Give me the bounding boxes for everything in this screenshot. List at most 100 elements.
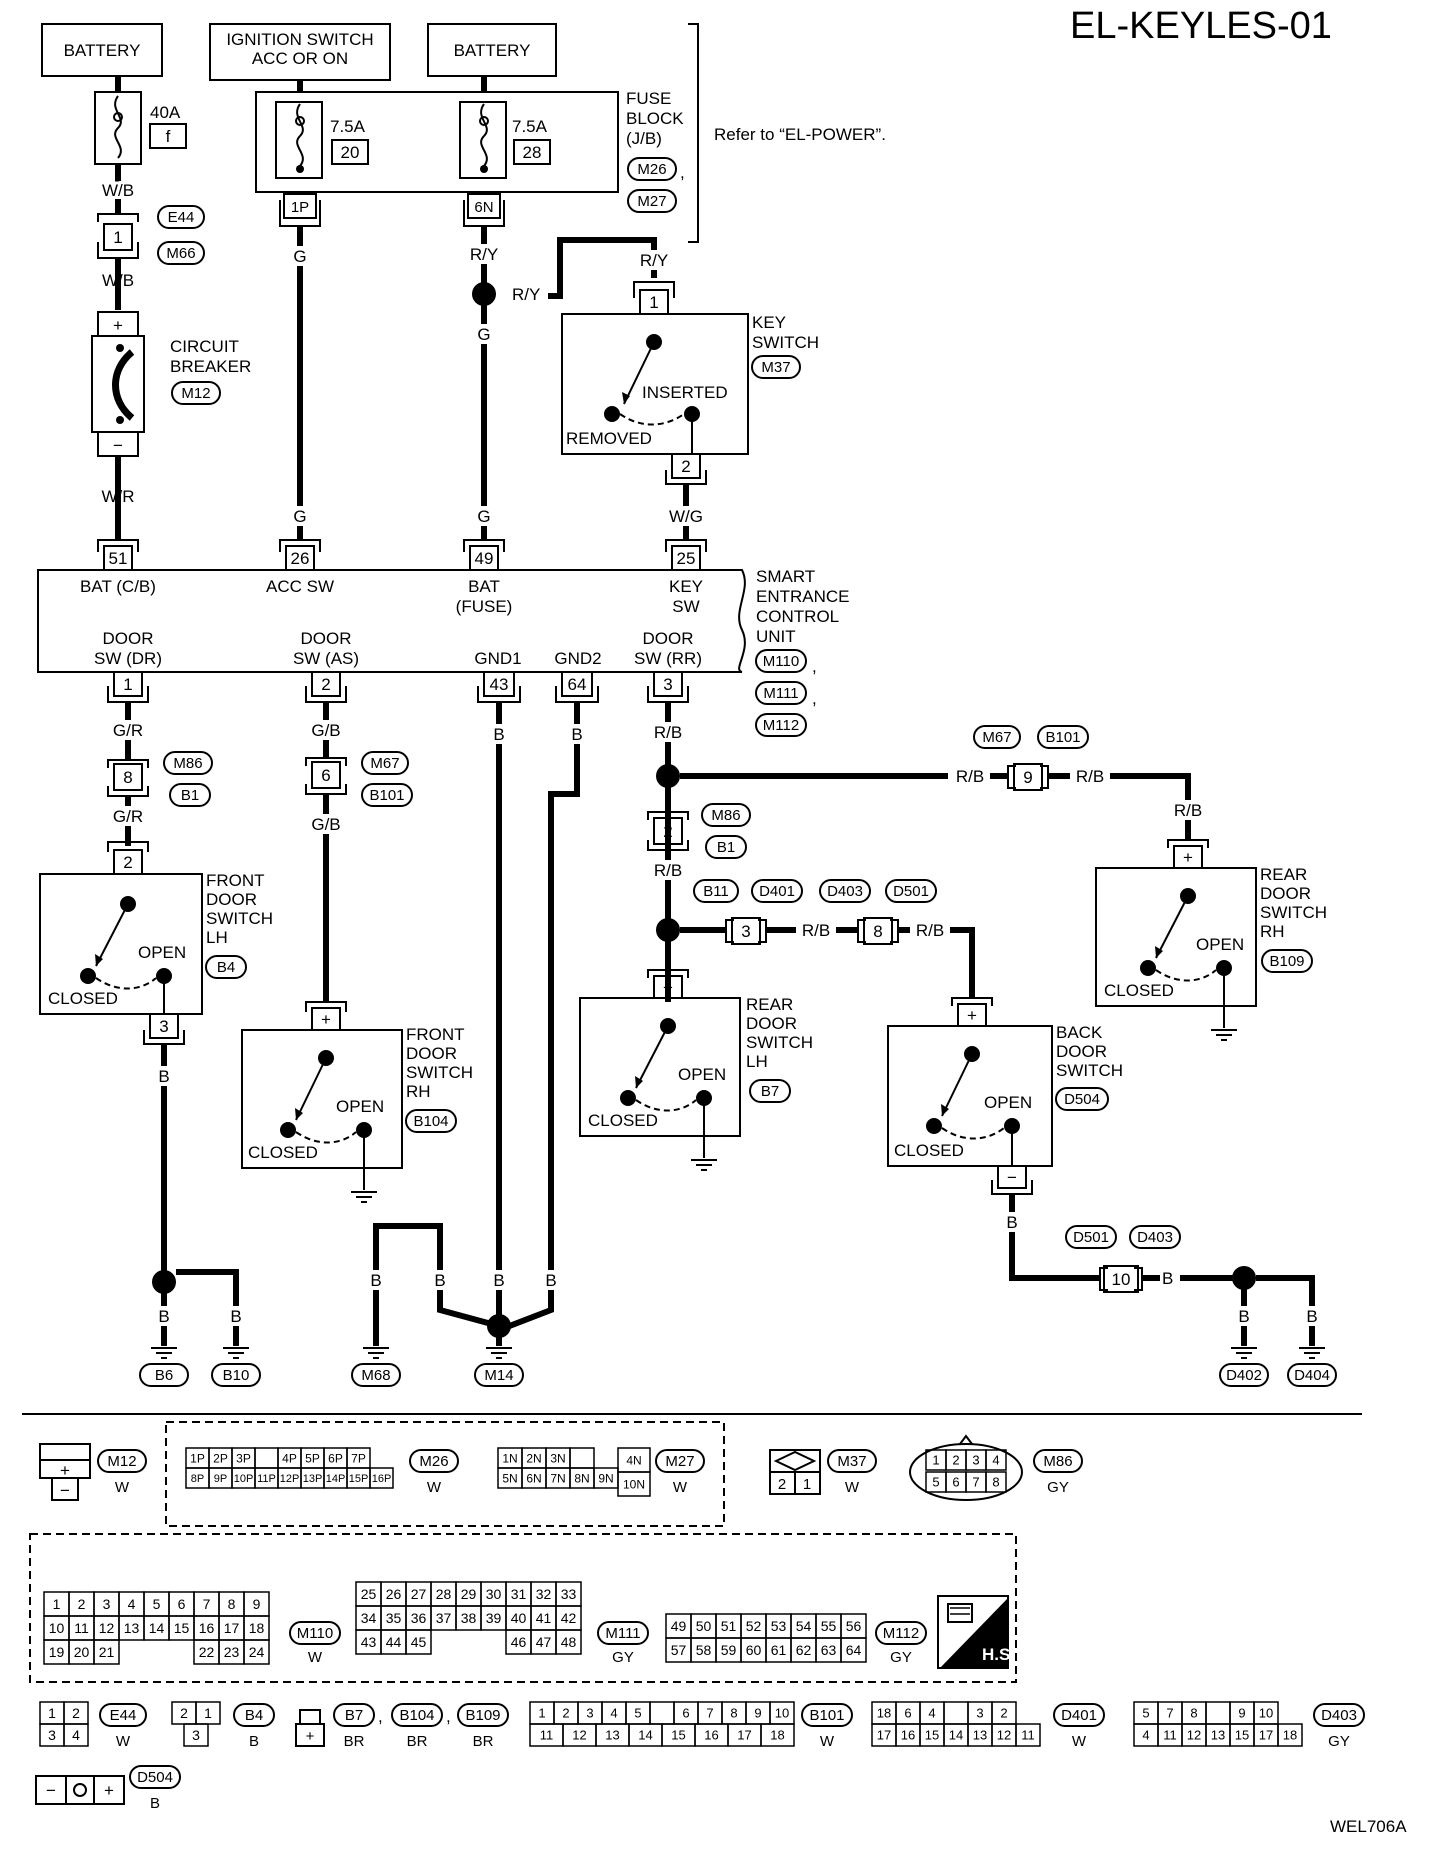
rear-lh-label-2: DOOR — [746, 1014, 797, 1033]
pin-label: 62 — [796, 1642, 812, 1658]
pin-label: 56 — [846, 1618, 862, 1634]
pin-label: 50 — [696, 1618, 712, 1634]
pin-label: 25 — [361, 1586, 377, 1602]
pin-label: 16 — [901, 1728, 915, 1743]
front-door-switch-rh-box — [241, 1029, 403, 1169]
wire-ry-3: R/Y — [640, 251, 668, 270]
wire-b-back: B — [1006, 1213, 1017, 1232]
pin-label: 52 — [746, 1618, 762, 1634]
svg-text:,: , — [446, 1707, 451, 1726]
fuse-40a — [94, 91, 142, 165]
breaker-label-1: CIRCUIT — [170, 337, 239, 356]
pin-label: 11 — [1021, 1728, 1035, 1743]
conn-e44-pin: 1 — [113, 228, 122, 247]
legend-m110: M110 — [297, 1625, 333, 1642]
legend-m12: M12 — [107, 1453, 136, 1470]
pin-label: 57 — [671, 1642, 687, 1658]
cu-bat-fuse-2: (FUSE) — [456, 597, 513, 616]
pin-label: 5P — [305, 1451, 320, 1465]
diagram-id: EL-KEYLES-01 — [1070, 5, 1332, 47]
legend-d504-pin-plus: + — [104, 1781, 114, 1800]
pin-label: 41 — [536, 1610, 552, 1626]
pin-label: 48 — [561, 1634, 577, 1650]
legend-b4: B4 — [245, 1707, 263, 1724]
pin-label: 10 — [49, 1620, 65, 1636]
pin-label: 45 — [411, 1634, 427, 1650]
pin-label: 4 — [1142, 1728, 1149, 1743]
pin-label: 16P — [372, 1473, 392, 1485]
conn-d401: D401 — [759, 883, 795, 900]
pin-label: 10 — [1259, 1706, 1273, 1721]
pin-label: 7 — [972, 1475, 979, 1490]
pin-label: 10P — [234, 1473, 254, 1485]
ground-m68: M68 — [361, 1367, 390, 1384]
pin-label: 4 — [928, 1706, 935, 1721]
legend-m37-color: W — [845, 1479, 860, 1496]
conn-b104: B104 — [413, 1113, 448, 1130]
legend-m37-pin-1: 1 — [803, 1476, 811, 1493]
wire-b-m68: B — [370, 1271, 381, 1290]
rear-rh-label-3: SWITCH — [1260, 903, 1327, 922]
rear-lh-label-1: REAR — [746, 995, 793, 1014]
pin-label: 9N — [598, 1471, 613, 1485]
figure-code: WEL706A — [1330, 1817, 1407, 1836]
wire-gr-1: G/R — [113, 721, 143, 740]
legend-d504-pin-minus: − — [46, 1781, 56, 1800]
pin-label: 18 — [770, 1728, 784, 1743]
pin-label: 18 — [1283, 1728, 1297, 1743]
battery-left-label: BATTERY — [64, 41, 141, 60]
wire-b-b10: B — [230, 1307, 241, 1326]
pin-label: 38 — [461, 1610, 477, 1626]
pin-label: 18 — [249, 1620, 265, 1636]
conn-b4: B4 — [217, 959, 235, 976]
wire-g-acc-bottom: G — [293, 507, 306, 526]
pin-label: 28 — [436, 1586, 452, 1602]
conn-m111: M111 — [763, 685, 798, 702]
cu-key-sw-1: KEY — [669, 577, 703, 596]
pin-label: 10 — [775, 1706, 789, 1721]
cu-key-sw-2: SW — [672, 597, 699, 616]
ground-b10: B10 — [223, 1367, 250, 1384]
ground-m14: M14 — [484, 1367, 513, 1384]
cu-gnd1: GND1 — [474, 649, 521, 668]
back-door-closed: CLOSED — [894, 1141, 964, 1160]
wire-wr: W/R — [101, 487, 134, 506]
pin-label: 12 — [99, 1620, 115, 1636]
legend-m86: M86 — [1043, 1453, 1072, 1470]
cu-door-dr-2: SW (DR) — [94, 649, 162, 668]
ground-d402: D402 — [1226, 1367, 1262, 1384]
pin-label: 49 — [671, 1618, 687, 1634]
pin-label: 2 — [1000, 1706, 1007, 1721]
legend-d403-color: GY — [1328, 1733, 1350, 1750]
ignition-label-1: IGNITION SWITCH — [226, 30, 373, 49]
rb-junction-pin9: 9 — [1023, 768, 1032, 787]
pin-label: 1P — [190, 1451, 205, 1465]
conn-b101-rh: B101 — [369, 787, 404, 804]
front-lh-label-3: SWITCH — [206, 909, 273, 928]
wire-g-bat-2: G — [477, 507, 490, 526]
fuse-7-5a-20 — [275, 101, 323, 179]
wire-rb-4: R/B — [1174, 801, 1202, 820]
rear-rh-closed: CLOSED — [1104, 981, 1174, 1000]
pin-label: 1 — [48, 1705, 56, 1721]
pin-label: 9 — [1238, 1706, 1245, 1721]
pin-label: 36 — [411, 1610, 427, 1626]
pin-label: 42 — [561, 1610, 577, 1626]
pin-label: 4 — [610, 1706, 617, 1721]
pin-label: 14 — [949, 1728, 963, 1743]
rear-rh-label-1: REAR — [1260, 865, 1307, 884]
breaker-label-2: BREAKER — [170, 357, 251, 376]
pin-label: 53 — [771, 1618, 787, 1634]
conn-b101-rr: B101 — [1045, 729, 1080, 746]
legend-m111-color: GY — [612, 1649, 634, 1666]
key-removed: REMOVED — [566, 429, 652, 448]
wire-g-bat: G — [477, 325, 490, 344]
pin-label: 6 — [904, 1706, 911, 1721]
legend-m27: M27 — [665, 1453, 694, 1470]
lh-junction-pin: 8 — [123, 768, 132, 787]
key-switch-label-1: KEY — [752, 313, 786, 332]
pin-label: 39 — [486, 1610, 502, 1626]
